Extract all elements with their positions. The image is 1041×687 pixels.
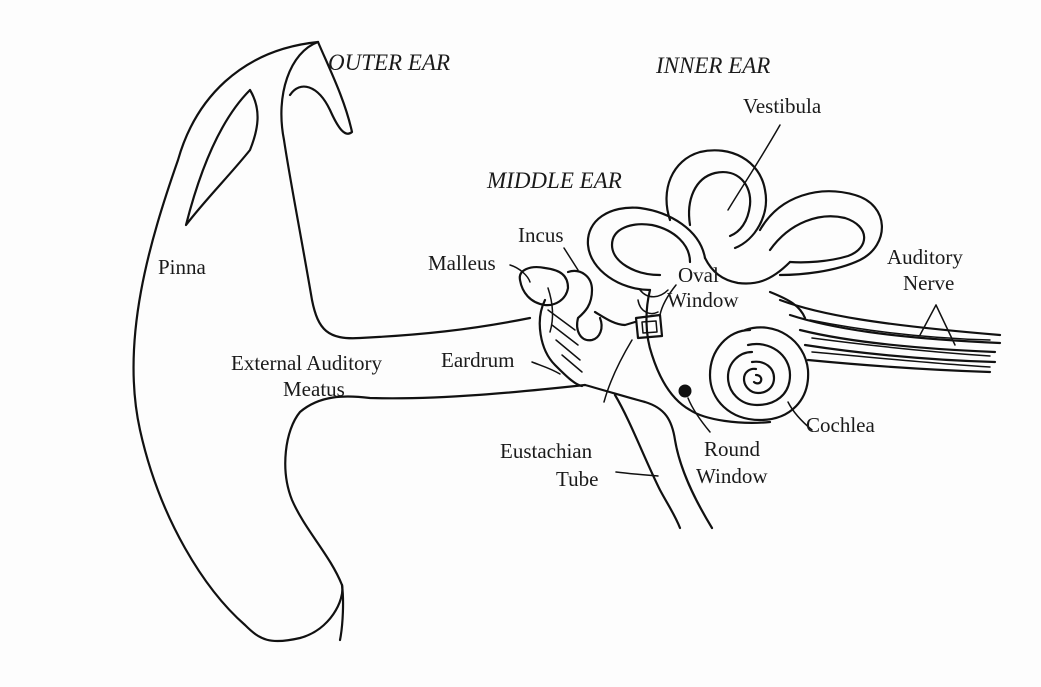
round-window-marker	[679, 385, 691, 397]
outer-ear-header: OUTER EAR	[328, 50, 450, 75]
auditory-nerve-label-line2: Nerve	[903, 271, 954, 295]
oval-window-marker	[640, 290, 668, 297]
external-auditory-meatus-label-line1: External Auditory	[231, 351, 383, 375]
oval-window-label-line1: Oval	[678, 263, 719, 287]
section-headers: OUTER EAR MIDDLE EAR INNER EAR	[328, 50, 770, 193]
middle-ear-header: MIDDLE EAR	[486, 168, 622, 193]
inner-ear-header: INNER EAR	[655, 53, 770, 78]
incus-bone	[568, 271, 602, 340]
oval-window-label-line2: Window	[667, 288, 739, 312]
cochlea-spiral	[710, 327, 808, 420]
round-window-label-line2: Window	[696, 464, 768, 488]
stapes-bone	[636, 315, 662, 338]
pinna-outline	[134, 42, 585, 641]
malleus-label: Malleus	[428, 251, 496, 275]
pinna-label: Pinna	[158, 255, 207, 279]
incus-label: Incus	[518, 223, 564, 247]
auditory-nerve-bundle	[770, 292, 1000, 372]
eustachian-tube-label-line1: Eustachian	[500, 439, 593, 463]
eardrum-label: Eardrum	[441, 348, 514, 372]
eustachian-tube-label-line2: Tube	[556, 467, 598, 491]
eustachian-tube-upper	[585, 385, 712, 528]
eustachian-tube-lower	[615, 395, 680, 528]
auditory-nerve-label-line1: Auditory	[887, 245, 963, 269]
round-window-label-line1: Round	[704, 437, 761, 461]
malleus-bone	[520, 267, 568, 305]
external-auditory-meatus-label-line2: Meatus	[283, 377, 345, 401]
vestibula-label: Vestibula	[743, 94, 822, 118]
structure-labels: Pinna External Auditory Meatus Eardrum M…	[158, 94, 963, 491]
cochlea-label: Cochlea	[806, 413, 875, 437]
